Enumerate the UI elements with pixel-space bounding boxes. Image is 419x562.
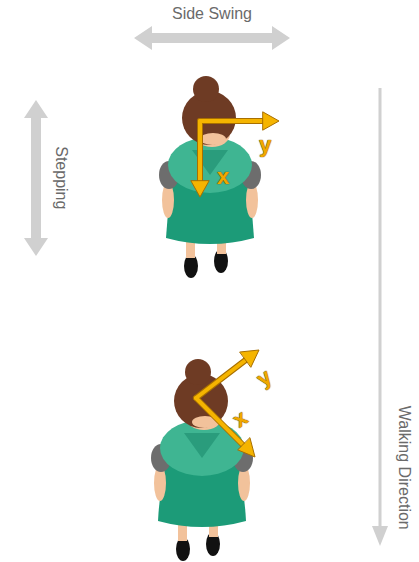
axis-label: x [217,165,229,189]
stepping-arrow [24,100,48,256]
side-swing-arrow [134,26,290,50]
axes-upright [191,112,279,197]
axis-label: y [252,365,276,392]
walking-direction-head [372,526,388,546]
motion-label: Stepping [53,146,71,209]
person-figure [159,76,261,278]
walking-direction-line [379,88,382,528]
direction-label: Walking Direction [395,406,413,530]
motion-label: Side Swing [172,5,252,23]
person-figure [151,359,253,561]
axes-rotated [196,350,259,457]
axis-label: y [259,133,271,157]
